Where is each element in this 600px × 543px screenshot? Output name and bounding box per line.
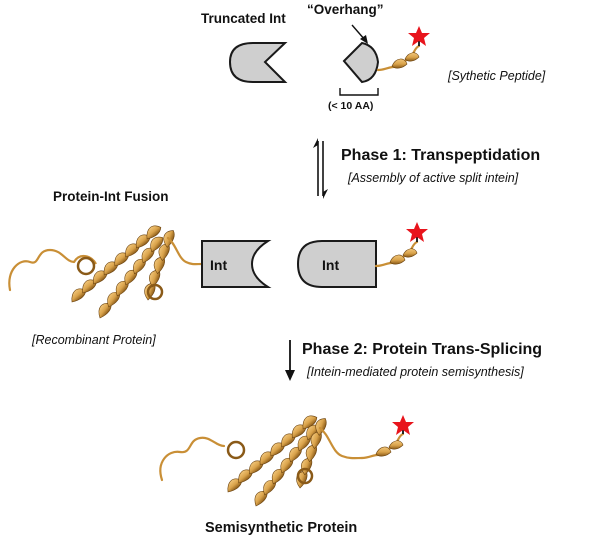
phase1-subtitle: [Assembly of active split intein] (348, 171, 519, 185)
phase1-title: Phase 1: Transpeptidation (341, 147, 541, 164)
middle-peptide-ribbon (374, 232, 419, 268)
star-icon (406, 222, 428, 242)
synthetic-peptide-label: [Sythetic Peptide] (448, 69, 546, 83)
fusion-protein-ribbon (8, 221, 204, 321)
down-arrow-icon (285, 340, 295, 381)
equilibrium-arrow-icon (313, 138, 328, 199)
overhang-label: “Overhang” (307, 2, 384, 17)
semisynthetic-protein-label: Semisynthetic Protein (205, 520, 358, 536)
aa-range-label: (< 10 AA) (328, 100, 374, 112)
truncated-intein-shape (228, 42, 288, 83)
fusion-title: Protein-Int Fusion (53, 189, 169, 204)
int-n-label: Int (210, 257, 227, 273)
bottom-peptide-ribbon (360, 424, 405, 460)
phase2-title: Phase 2: Protein Trans-Splicing (302, 341, 543, 358)
int-c-shape (296, 240, 377, 288)
star-icon (408, 26, 430, 46)
int-c-label: Int (322, 257, 339, 273)
synthetic-peptide-ribbon (376, 36, 421, 72)
recombinant-protein-label: [Recombinant Protein] (32, 333, 156, 347)
phase2-subtitle: [Intein-mediated protein semisynthesis] (307, 365, 524, 379)
overhang-pointer-head (360, 35, 368, 44)
semisynthetic-protein-ribbon (159, 411, 364, 509)
overhang-bracket (339, 88, 379, 96)
star-icon (392, 415, 414, 435)
truncated-int-label: Truncated Int (201, 11, 286, 26)
int-n-shape (201, 240, 272, 288)
overhang-shape (342, 41, 380, 84)
